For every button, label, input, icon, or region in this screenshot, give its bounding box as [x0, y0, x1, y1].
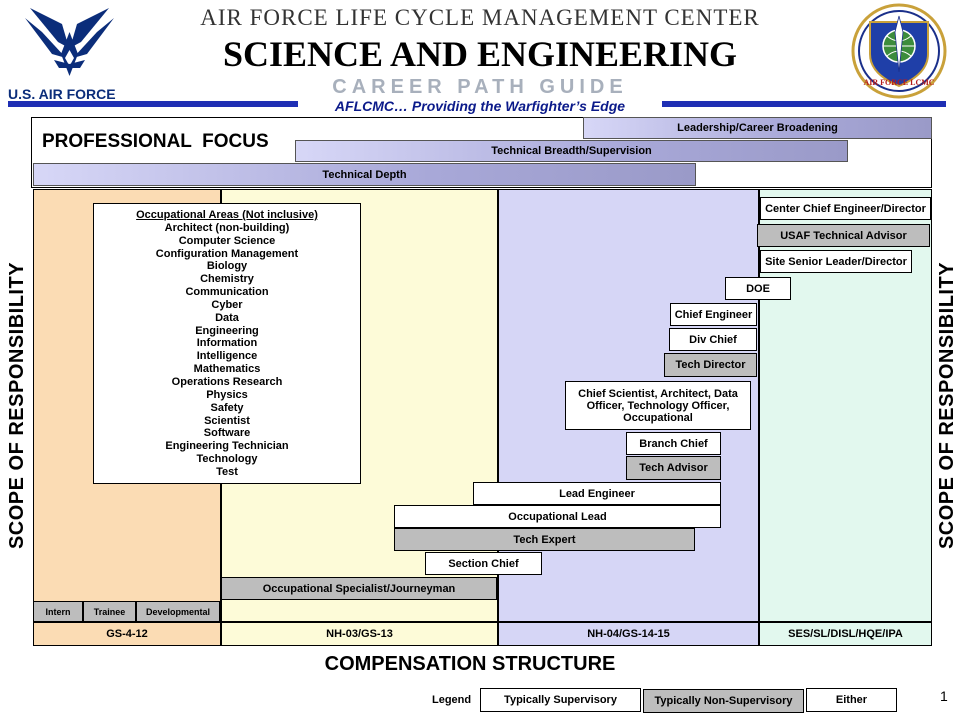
position-center-chief-engineer: Center Chief Engineer/Director [760, 197, 931, 220]
scope-of-responsibility-left: SCOPE OF RESPONSIBILITY [6, 261, 29, 549]
occupational-areas-box: Occupational Areas (Not inclusive) Archi… [93, 203, 361, 484]
legend-supervisory: Typically Supervisory [480, 688, 641, 712]
occupational-area-item: Technology [196, 453, 258, 466]
focus-bar-technical-depth: Technical Depth [33, 163, 696, 186]
page-subtitle: CAREER PATH GUIDE [332, 75, 628, 98]
occupational-area-item: Scientist [204, 414, 250, 427]
position-intern: Intern [33, 601, 83, 622]
occupational-area-item: Architect (non-building) [164, 221, 290, 234]
usaf-wings-icon [25, 8, 114, 76]
band-label-nh-03: NH-03/GS-13 [221, 622, 498, 646]
position-developmental: Developmental [136, 601, 220, 622]
occupational-area-item: Mathematics [193, 363, 261, 376]
occupational-area-item: Safety [210, 401, 244, 414]
position-doe: DOE [725, 277, 791, 300]
occupational-area-item: Biology [206, 260, 248, 273]
occupational-areas-heading: Occupational Areas (Not inclusive) [136, 209, 318, 221]
band-label-gs-4-12: GS-4-12 [33, 622, 221, 646]
page-number: 1 [940, 688, 948, 704]
focus-bar-technical-breadth: Technical Breadth/Supervision [295, 140, 848, 162]
professional-focus-label: PROFESSIONAL FOCUS [42, 131, 269, 152]
position-site-senior-leader: Site Senior Leader/Director [760, 250, 912, 273]
position-chief-scientist: Chief Scientist, Architect, Data Officer… [565, 381, 751, 430]
position-branch-chief: Branch Chief [626, 432, 721, 455]
legend-label: Legend [432, 694, 472, 706]
occupational-area-item: Physics [206, 388, 248, 401]
occupational-area-item: Intelligence [196, 350, 258, 363]
occupational-area-item: Test [216, 465, 238, 478]
position-occupational-lead: Occupational Lead [394, 505, 721, 528]
occupational-area-item: Information [196, 337, 258, 350]
aflcmc-seal: AIR FORCE LCMC [850, 2, 948, 100]
occupational-area-item: Cyber [211, 298, 243, 311]
position-journeyman: Occupational Specialist/Journeyman [221, 577, 497, 600]
scope-label-right: SCOPE OF RESPONSIBILITY [933, 190, 960, 620]
legend-non-supervisory: Typically Non-Supervisory [643, 689, 804, 713]
occupational-area-item: Data [215, 311, 239, 324]
position-tech-expert: Tech Expert [394, 528, 695, 551]
occupational-area-item: Computer Science [178, 234, 276, 247]
position-lead-engineer: Lead Engineer [473, 482, 721, 505]
occupational-area-item: Operations Research [171, 375, 283, 388]
position-section-chief: Section Chief [425, 552, 542, 575]
occupational-area-item: Software [203, 427, 251, 440]
focus-bar-leadership: Leadership/Career Broadening [583, 117, 932, 139]
position-chief-engineer: Chief Engineer [670, 303, 757, 326]
occupational-area-item: Communication [185, 286, 269, 299]
legend-either: Either [806, 688, 897, 712]
aflcmc-seal-icon [851, 3, 947, 99]
seal-text: AIR FORCE LCMC [863, 78, 935, 87]
position-tech-director: Tech Director [664, 353, 757, 377]
header-rule-left [8, 101, 298, 107]
scope-of-responsibility-right: SCOPE OF RESPONSIBILITY [936, 261, 959, 549]
usaf-wordmark: U.S. AIR FORCE [8, 86, 116, 102]
scope-label-left: SCOPE OF RESPONSIBILITY [3, 190, 33, 620]
occupational-area-item: Configuration Management [155, 247, 299, 260]
band-label-nh-04: NH-04/GS-14-15 [498, 622, 759, 646]
position-tech-advisor: Tech Advisor [626, 456, 721, 480]
compensation-structure-label: COMPENSATION STRUCTURE [324, 652, 616, 675]
org-title: AIR FORCE LIFE CYCLE MANAGEMENT CENTER [200, 5, 760, 30]
position-div-chief: Div Chief [669, 328, 757, 351]
tagline: AFLCMC… Providing the Warfighter’s Edge [334, 98, 626, 114]
position-trainee: Trainee [83, 601, 136, 622]
occupational-area-item: Engineering Technician [165, 440, 289, 453]
occupational-area-item: Engineering [195, 324, 259, 337]
header-rule-right [662, 101, 946, 107]
usaf-logo [22, 2, 117, 80]
position-usaf-technical-advisor: USAF Technical Advisor [757, 224, 930, 247]
page-title: SCIENCE AND ENGINEERING [222, 34, 738, 74]
band-label-ses: SES/SL/DISL/HQE/IPA [759, 622, 932, 646]
occupational-area-item: Chemistry [200, 273, 254, 286]
